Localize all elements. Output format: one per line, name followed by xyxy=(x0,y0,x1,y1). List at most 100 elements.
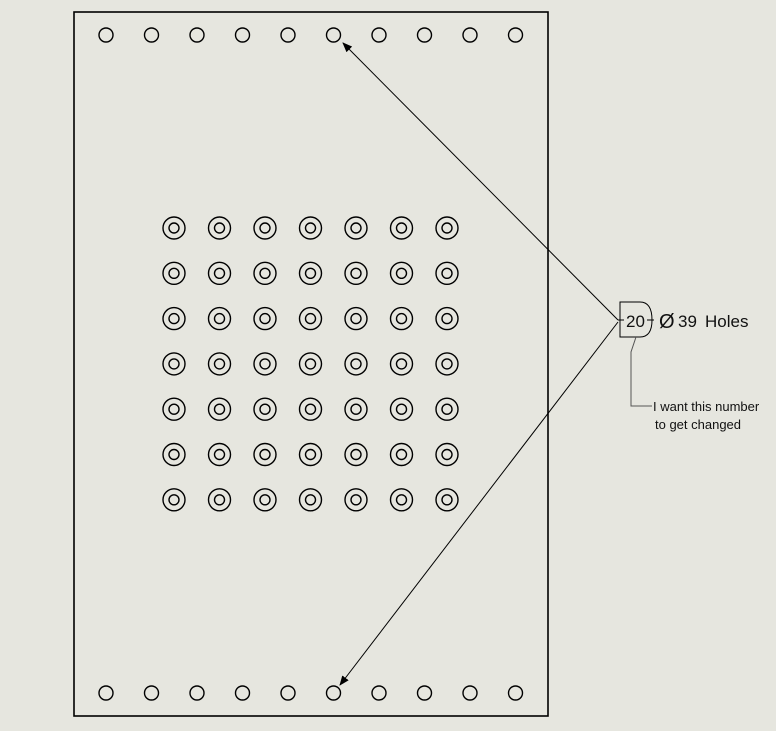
grid-hole-inner xyxy=(304,358,317,370)
top-hole xyxy=(234,27,251,43)
grid-hole-inner xyxy=(441,312,453,325)
grid-hole-outer xyxy=(162,261,186,285)
grid-hole-outer xyxy=(344,306,368,331)
grid-hole-inner xyxy=(441,267,453,279)
top-hole xyxy=(143,27,160,43)
grid-hole-outer xyxy=(389,216,414,240)
grid-hole-outer xyxy=(207,306,232,331)
bottom-hole xyxy=(416,685,433,701)
bottom-hole xyxy=(371,685,387,701)
grid-hole-inner xyxy=(441,222,453,234)
grid-hole-outer xyxy=(253,397,277,421)
grid-hole-outer xyxy=(298,261,323,285)
grid-hole-outer xyxy=(298,306,323,331)
grid-hole-inner xyxy=(395,448,408,461)
note-line-1: I want this number xyxy=(653,399,760,414)
grid-hole-outer xyxy=(435,397,459,421)
note-leader xyxy=(630,336,652,407)
grid-hole-inner xyxy=(395,494,408,506)
grid-hole-inner xyxy=(213,312,226,325)
hole-count[interactable]: 20 xyxy=(626,312,645,331)
bottom-hole xyxy=(234,685,251,701)
grid-hole-inner xyxy=(350,222,362,234)
grid-hole-inner xyxy=(213,358,226,370)
holes-label: Holes xyxy=(705,312,748,331)
grid-hole-inner xyxy=(350,267,362,279)
grid-hole-outer xyxy=(207,442,232,467)
grid-hole-inner xyxy=(441,494,453,506)
grid-hole-inner xyxy=(168,403,180,415)
grid-hole-outer xyxy=(344,397,368,421)
grid-hole-outer xyxy=(207,488,232,512)
grid-hole-inner xyxy=(259,494,271,506)
grid-hole-outer xyxy=(389,306,414,331)
bottom-hole xyxy=(143,685,160,701)
grid-hole-inner xyxy=(213,494,226,506)
grid-hole-outer xyxy=(253,306,277,331)
grid-hole-outer xyxy=(298,442,323,467)
grid-hole-outer xyxy=(253,488,277,512)
grid-hole-inner xyxy=(259,222,271,234)
top-hole xyxy=(325,27,342,43)
grid-hole-inner xyxy=(350,312,362,325)
grid-hole-outer xyxy=(253,261,277,285)
grid-hole-inner xyxy=(304,403,317,415)
grid-hole-inner xyxy=(168,222,180,234)
grid-hole-outer xyxy=(253,442,277,467)
grid-hole-outer xyxy=(207,397,232,421)
grid-hole-inner xyxy=(441,403,453,415)
grid-hole-inner xyxy=(350,403,362,415)
grid-hole-inner xyxy=(259,358,271,370)
grid-hole-inner xyxy=(350,494,362,506)
grid-hole-inner xyxy=(350,358,362,370)
grid-hole-inner xyxy=(168,267,180,279)
bottom-hole xyxy=(98,685,114,701)
grid-hole-outer xyxy=(435,261,459,285)
grid-hole-inner xyxy=(213,448,226,461)
top-hole xyxy=(280,27,296,43)
grid-hole-outer xyxy=(389,261,414,285)
grid-hole-outer xyxy=(207,216,232,240)
grid-hole-outer xyxy=(389,442,414,467)
center-hole-grid xyxy=(162,216,459,512)
top-hole xyxy=(462,27,478,43)
grid-hole-inner xyxy=(259,312,271,325)
grid-hole-inner xyxy=(395,222,408,234)
grid-hole-inner xyxy=(350,448,362,461)
grid-hole-inner xyxy=(395,267,408,279)
top-hole xyxy=(416,27,433,43)
grid-hole-outer xyxy=(162,306,186,331)
top-hole xyxy=(507,27,524,43)
grid-hole-outer xyxy=(435,488,459,512)
grid-hole-outer xyxy=(389,352,414,376)
grid-hole-outer xyxy=(344,261,368,285)
grid-hole-inner xyxy=(213,403,226,415)
grid-hole-outer xyxy=(162,216,186,240)
grid-hole-inner xyxy=(395,403,408,415)
bottom-hole xyxy=(507,685,524,701)
grid-hole-inner xyxy=(304,267,317,279)
grid-hole-outer xyxy=(344,442,368,467)
grid-hole-inner xyxy=(441,358,453,370)
grid-hole-inner xyxy=(441,448,453,461)
bottom-hole xyxy=(462,685,478,701)
diameter-symbol: Ø xyxy=(659,311,675,333)
bottom-hole xyxy=(280,685,296,701)
grid-hole-inner xyxy=(304,222,317,234)
grid-hole-outer xyxy=(344,488,368,512)
leader-line-bottom xyxy=(339,321,619,686)
plate-outline xyxy=(73,11,549,717)
grid-hole-outer xyxy=(253,352,277,376)
grid-hole-outer xyxy=(435,216,459,240)
grid-hole-inner xyxy=(168,358,180,370)
grid-hole-inner xyxy=(213,222,226,234)
top-hole xyxy=(371,27,387,43)
grid-hole-inner xyxy=(259,403,271,415)
grid-hole-outer xyxy=(298,216,323,240)
grid-hole-inner xyxy=(395,358,408,370)
grid-hole-inner xyxy=(168,494,180,506)
grid-hole-inner xyxy=(213,267,226,279)
grid-hole-outer xyxy=(207,261,232,285)
grid-hole-outer xyxy=(435,442,459,467)
grid-hole-outer xyxy=(162,488,186,512)
